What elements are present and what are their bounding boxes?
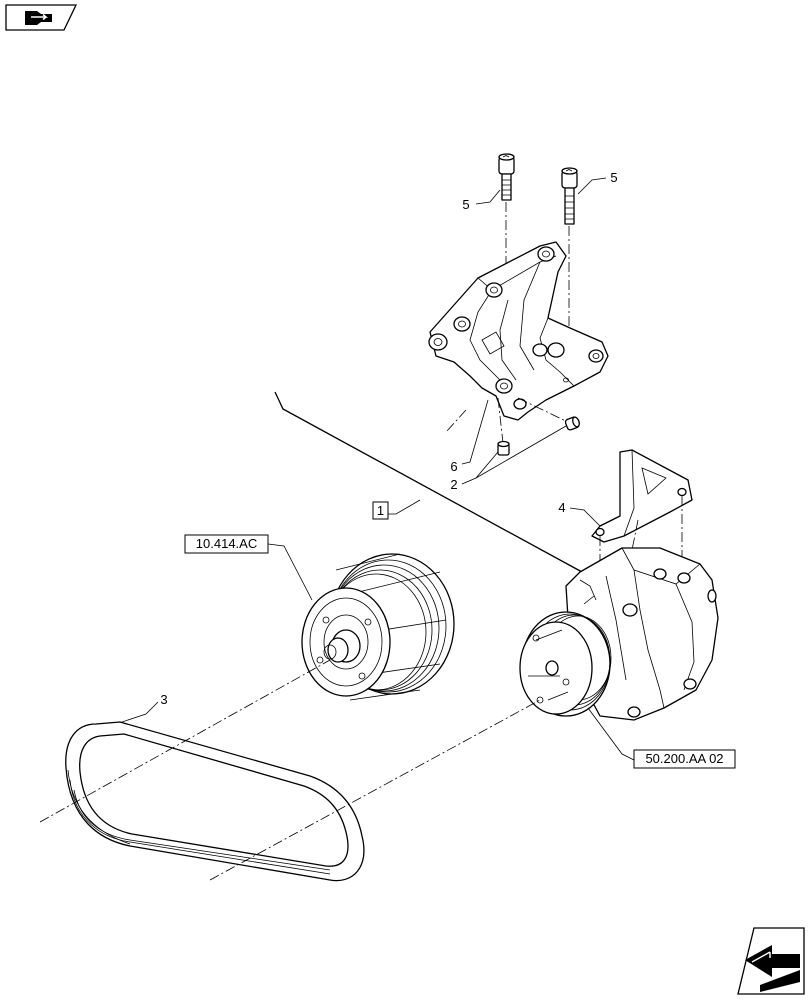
callout-small-bracket: 4 — [558, 500, 565, 515]
drive-belt — [65, 721, 365, 882]
callout-drive-belt: 3 — [160, 692, 167, 707]
callout-bolt-left: 5 — [462, 197, 469, 212]
assembly-reference-line — [274, 391, 583, 573]
dowel-pin-lower — [497, 440, 510, 456]
mounting-bracket — [428, 241, 609, 421]
top-nav-button[interactable] — [5, 4, 78, 31]
bolt-left — [498, 153, 515, 201]
compressor-ref-label: 50.200.AA 02 — [645, 751, 723, 766]
back-arrow-icon — [25, 11, 52, 25]
assembly-ref-label: 1 — [377, 503, 384, 518]
dowel-pin-right — [564, 416, 580, 431]
pulley-ref-box[interactable]: 10.414.AC — [184, 534, 269, 554]
crankshaft-pulley — [301, 553, 455, 701]
assembly-ref-box[interactable]: 1 — [372, 501, 389, 520]
compressor-ref-box[interactable]: 50.200.AA 02 — [633, 749, 736, 769]
leader-lines — [121, 177, 635, 761]
small-bracket — [591, 449, 693, 543]
bolt-right — [561, 167, 578, 225]
forward-arrow-icon — [745, 945, 800, 992]
ac-compressor — [519, 547, 719, 721]
pulley-ref-label: 10.414.AC — [196, 536, 257, 551]
callout-bolt-right: 5 — [610, 170, 617, 185]
callout-mounting-bracket: 6 — [450, 459, 457, 474]
bottom-nav-button[interactable] — [737, 927, 805, 995]
callout-dowel-pins: 2 — [450, 477, 457, 492]
